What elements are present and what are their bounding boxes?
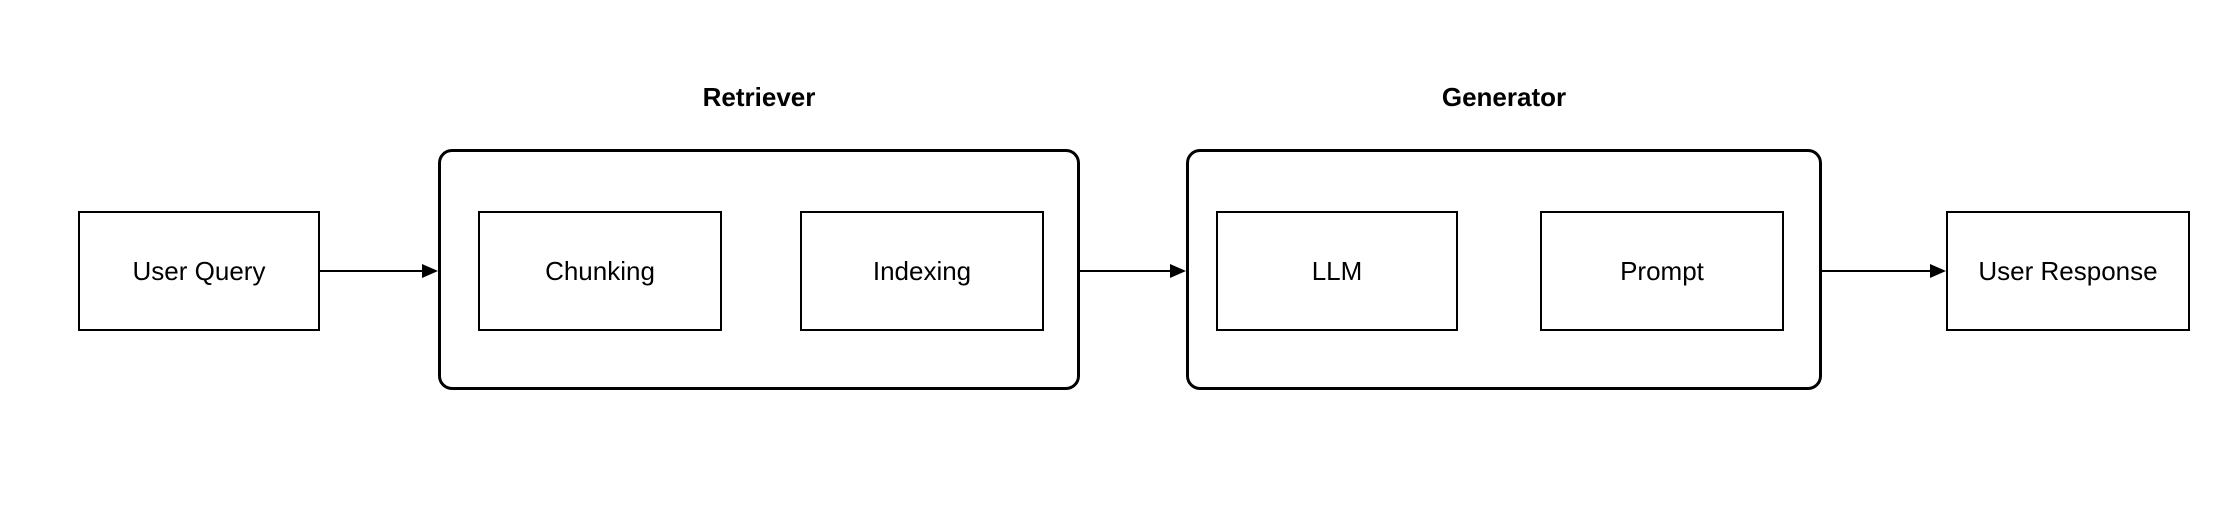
node-chunking-label: Chunking — [545, 255, 655, 286]
node-indexing-label: Indexing — [872, 255, 972, 286]
arrowhead-icon — [422, 264, 438, 278]
node-llm-label: LLM — [1311, 255, 1363, 286]
arrow-line — [1080, 270, 1174, 272]
node-chunking: Chunking — [478, 211, 722, 331]
node-llm: LLM — [1216, 211, 1458, 331]
node-prompt-label: Prompt — [1620, 255, 1704, 286]
arrow-line — [320, 270, 426, 272]
node-user-query: User Query — [78, 211, 320, 331]
node-indexing: Indexing — [800, 211, 1044, 331]
node-user-response-label: User Response — [1978, 255, 2158, 286]
arrowhead-icon — [1170, 264, 1186, 278]
group-title-generator: Generator — [1441, 82, 1567, 112]
arrow-generator-to-user-response — [1822, 264, 1946, 278]
arrow-retriever-to-generator — [1080, 264, 1186, 278]
arrow-line — [1822, 270, 1934, 272]
node-user-response: User Response — [1946, 211, 2190, 331]
node-user-query-label: User Query — [132, 255, 266, 286]
arrowhead-icon — [1930, 264, 1946, 278]
arrow-user-query-to-retriever — [320, 264, 438, 278]
node-prompt: Prompt — [1540, 211, 1784, 331]
group-title-retriever: Retriever — [702, 82, 816, 112]
